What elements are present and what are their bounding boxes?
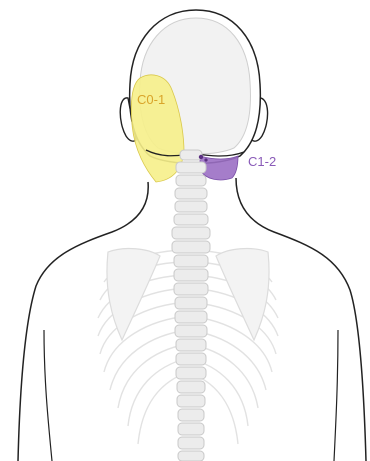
right-arm-line	[334, 330, 338, 461]
spine	[172, 150, 210, 461]
c0-1-label: C0-1	[137, 92, 165, 107]
c1-2-label: C1-2	[248, 154, 276, 169]
left-arm-line	[44, 330, 52, 461]
